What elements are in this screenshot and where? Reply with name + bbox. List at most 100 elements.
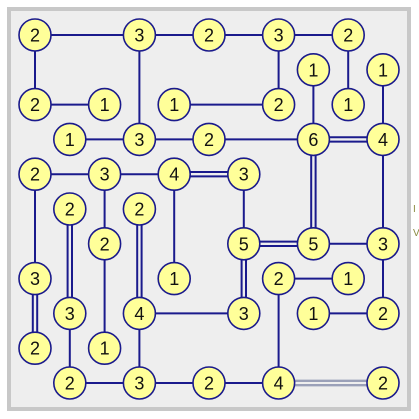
island-b2[interactable]: 1 <box>366 53 400 87</box>
island-j1[interactable]: 2 <box>18 331 52 366</box>
island-h1[interactable]: 3 <box>18 261 52 296</box>
island-circle[interactable] <box>87 157 122 191</box>
island-circle[interactable] <box>296 53 331 87</box>
island-c4[interactable]: 2 <box>261 87 296 122</box>
island-circle[interactable] <box>87 87 122 122</box>
island-h4[interactable]: 1 <box>331 261 366 296</box>
island-circle[interactable] <box>18 87 52 122</box>
island-circle[interactable] <box>331 18 366 52</box>
island-c2[interactable]: 1 <box>87 87 122 122</box>
island-i3[interactable]: 3 <box>227 296 261 331</box>
island-k2[interactable]: 3 <box>122 366 157 400</box>
island-circle[interactable] <box>227 227 261 261</box>
island-circle[interactable] <box>18 18 52 52</box>
island-e3[interactable]: 4 <box>157 157 191 191</box>
island-b1[interactable]: 1 <box>296 53 331 87</box>
island-g1[interactable]: 2 <box>87 227 122 261</box>
island-c1[interactable]: 2 <box>18 87 52 122</box>
island-circle[interactable] <box>122 122 157 157</box>
island-circle[interactable] <box>87 227 122 261</box>
island-h2[interactable]: 1 <box>157 261 191 296</box>
island-d4[interactable]: 6 <box>296 122 331 157</box>
island-value: 2 <box>65 374 75 394</box>
island-a2[interactable]: 3 <box>122 18 157 52</box>
island-value: 2 <box>204 374 214 394</box>
island-c3[interactable]: 1 <box>157 87 191 122</box>
island-h3[interactable]: 2 <box>261 261 296 296</box>
island-value: 1 <box>308 60 318 80</box>
island-circle[interactable] <box>227 296 261 331</box>
island-value: 2 <box>30 95 40 115</box>
island-circle[interactable] <box>157 261 191 296</box>
island-d1[interactable]: 1 <box>53 122 87 157</box>
island-circle[interactable] <box>296 296 331 331</box>
island-i4[interactable]: 1 <box>296 296 331 331</box>
island-a1[interactable]: 2 <box>18 18 52 52</box>
bridge-k4-k5[interactable] <box>278 379 383 387</box>
island-circle[interactable] <box>261 366 296 400</box>
island-circle[interactable] <box>366 53 400 87</box>
island-circle[interactable] <box>122 366 157 400</box>
bridge-f1-i1[interactable] <box>66 209 73 314</box>
island-f2[interactable]: 2 <box>122 192 157 226</box>
island-e4[interactable]: 3 <box>227 157 261 191</box>
island-value: 1 <box>169 269 179 289</box>
island-circle[interactable] <box>331 87 366 122</box>
island-circle[interactable] <box>18 261 52 296</box>
island-g4[interactable]: 3 <box>366 227 400 261</box>
island-value: 3 <box>134 130 144 150</box>
island-circle[interactable] <box>192 122 226 157</box>
island-circle[interactable] <box>366 122 400 157</box>
island-circle[interactable] <box>122 192 157 226</box>
island-e2[interactable]: 3 <box>87 157 122 191</box>
island-a5[interactable]: 2 <box>331 18 366 52</box>
island-d2[interactable]: 3 <box>122 122 157 157</box>
island-d5[interactable]: 4 <box>366 122 400 157</box>
island-circle[interactable] <box>87 331 122 366</box>
island-g3[interactable]: 5 <box>296 227 331 261</box>
island-circle[interactable] <box>261 18 296 52</box>
island-circle[interactable] <box>366 296 400 331</box>
bridge-d4-g3[interactable] <box>310 139 317 244</box>
island-circle[interactable] <box>227 157 261 191</box>
island-circle[interactable] <box>53 122 87 157</box>
island-j2[interactable]: 1 <box>87 331 122 366</box>
island-k4[interactable]: 4 <box>261 366 296 400</box>
island-i2[interactable]: 4 <box>122 296 157 331</box>
island-value: 3 <box>239 304 249 324</box>
island-a3[interactable]: 2 <box>192 18 226 52</box>
island-f1[interactable]: 2 <box>53 192 87 226</box>
island-circle[interactable] <box>261 261 296 296</box>
island-i5[interactable]: 2 <box>366 296 400 331</box>
island-circle[interactable] <box>53 366 87 400</box>
bridge-f2-i2[interactable] <box>136 209 143 314</box>
island-e1[interactable]: 2 <box>18 157 52 191</box>
island-i1[interactable]: 3 <box>53 296 87 331</box>
island-c5[interactable]: 1 <box>331 87 366 122</box>
island-circle[interactable] <box>192 366 226 400</box>
island-circle[interactable] <box>192 18 226 52</box>
island-circle[interactable] <box>157 87 191 122</box>
island-circle[interactable] <box>296 227 331 261</box>
island-circle[interactable] <box>366 227 400 261</box>
island-value: 2 <box>100 234 110 254</box>
island-k1[interactable]: 2 <box>53 366 87 400</box>
island-d3[interactable]: 2 <box>192 122 226 157</box>
island-circle[interactable] <box>366 366 400 400</box>
island-circle[interactable] <box>296 122 331 157</box>
island-circle[interactable] <box>18 331 52 366</box>
island-circle[interactable] <box>18 157 52 191</box>
island-circle[interactable] <box>53 296 87 331</box>
island-circle[interactable] <box>122 18 157 52</box>
island-k3[interactable]: 2 <box>192 366 226 400</box>
island-circle[interactable] <box>122 296 157 331</box>
island-k5[interactable]: 2 <box>366 366 400 400</box>
island-a4[interactable]: 3 <box>261 18 296 52</box>
island-circle[interactable] <box>53 192 87 226</box>
island-circle[interactable] <box>157 157 191 191</box>
island-circle[interactable] <box>331 261 366 296</box>
island-g2[interactable]: 5 <box>227 227 261 261</box>
island-circle[interactable] <box>261 87 296 122</box>
